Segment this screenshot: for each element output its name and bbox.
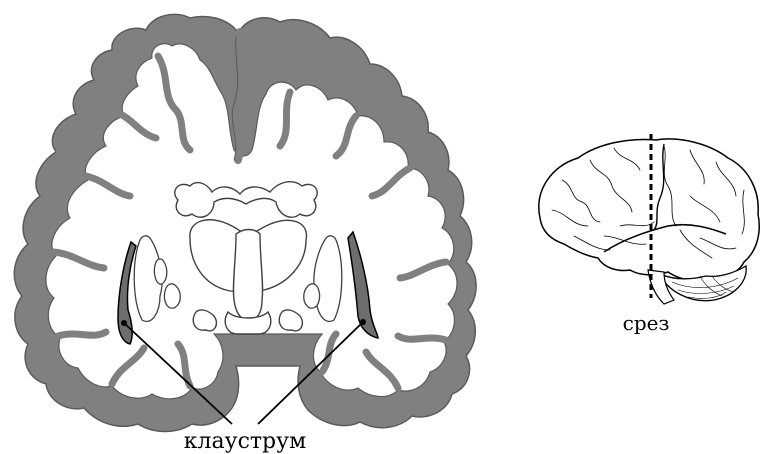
- lateral-brain-view: срез: [539, 134, 759, 335]
- section-label: срез: [623, 311, 670, 335]
- left-inner-nucleus: [154, 259, 166, 284]
- right-globus-pallidus: [304, 284, 320, 308]
- claustrum-label: клауструм: [184, 429, 306, 454]
- longitudinal-fissure: [236, 32, 241, 160]
- lateral-brain-outline: [539, 139, 759, 280]
- left-globus-pallidus: [164, 284, 180, 308]
- midline-column: [233, 230, 262, 320]
- coronal-brain-section: клауструм: [14, 14, 476, 454]
